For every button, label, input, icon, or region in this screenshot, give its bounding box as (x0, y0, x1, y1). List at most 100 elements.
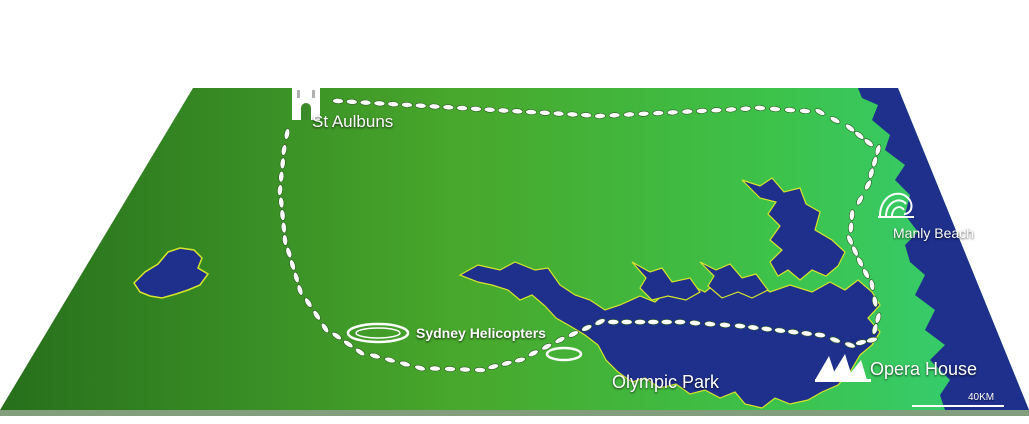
ocean (858, 88, 1029, 410)
route-dot (608, 112, 621, 119)
route-dot (278, 170, 285, 183)
route-dot (346, 98, 358, 105)
route-dot (634, 319, 646, 325)
route-dot (704, 321, 716, 327)
route-dot (760, 326, 773, 332)
route-dot (725, 106, 737, 113)
tower-icon (290, 70, 322, 120)
label-olympic-park: Olympic Park (612, 372, 720, 392)
opera-house-icon (815, 354, 871, 382)
label-sydney-helicopters: Sydney Helicopters (416, 325, 546, 341)
route-dot (774, 327, 786, 334)
route-dot (854, 131, 865, 140)
route-dot (800, 330, 813, 337)
route-dot (623, 111, 635, 118)
route-dot (511, 108, 524, 115)
route-dot (710, 107, 723, 114)
route-dot (863, 138, 874, 147)
scale-label: 40KM (968, 392, 995, 403)
route-dot (527, 349, 539, 357)
route-dot (674, 319, 686, 325)
land-edge (0, 410, 1029, 416)
label-st-aulbuns: St Aulbuns (312, 112, 394, 131)
route-dot (278, 196, 285, 209)
label-manly-beach: Manly Beach (893, 225, 974, 241)
route-dot (501, 360, 513, 367)
route-dot (444, 366, 456, 372)
route-dot (855, 339, 867, 346)
route-dot (871, 295, 879, 308)
route-dot (787, 329, 800, 335)
route-dot (384, 356, 396, 364)
route-dot (312, 310, 321, 321)
route-dot (282, 234, 288, 246)
route-dot (359, 99, 372, 106)
route-dot (487, 363, 499, 370)
route-dot (280, 221, 287, 234)
route-dot (470, 105, 482, 112)
route-dot (304, 297, 313, 308)
route-dot (289, 259, 296, 271)
route-dot (354, 347, 366, 357)
route-dot (539, 109, 551, 116)
route-dot (719, 322, 731, 328)
route-dot (874, 312, 882, 324)
route-dot (369, 352, 381, 360)
route-dot (868, 279, 876, 291)
route-dot (474, 367, 486, 373)
route-dot (868, 167, 875, 179)
route-dot (483, 106, 496, 113)
route-dot (554, 336, 566, 344)
route-dot (320, 322, 330, 334)
route-dot (414, 364, 426, 372)
route-dot (799, 108, 811, 114)
route-dot (414, 102, 427, 109)
route-dot (754, 105, 766, 111)
route-dot (784, 107, 796, 113)
route-dot (331, 331, 342, 341)
route-dot (814, 108, 826, 116)
route-dot (874, 144, 882, 156)
route-dot (541, 343, 553, 351)
route-dot (566, 111, 579, 118)
route-dot (660, 319, 673, 325)
route-dot (647, 319, 660, 325)
route-dot (279, 209, 286, 221)
route-dot (343, 339, 354, 349)
route-dot (296, 284, 304, 296)
route-dot (666, 109, 679, 116)
scale-bar (912, 405, 1004, 407)
route-dot (285, 246, 293, 259)
route-dot (459, 366, 471, 373)
route-dot (844, 341, 856, 349)
route-dot (848, 221, 854, 234)
route-dot (399, 360, 411, 368)
route-dot (814, 332, 826, 338)
route-dot (552, 110, 565, 117)
route-dot (851, 245, 859, 257)
route-dot (871, 156, 878, 168)
route-dot (849, 209, 855, 221)
route-path (277, 98, 882, 373)
route-dot (637, 110, 650, 117)
route-dot (280, 144, 288, 156)
route-dot (845, 123, 855, 133)
route-dot (856, 256, 864, 268)
route-dot (846, 234, 854, 246)
route-dot (456, 105, 468, 112)
route-dot (747, 324, 760, 331)
route-dot (689, 320, 701, 326)
route-dot (428, 103, 441, 110)
route-dot (594, 318, 606, 326)
route-dot (856, 194, 864, 206)
route-dot (864, 179, 872, 191)
route-dot (580, 112, 592, 119)
route-dot (567, 330, 579, 338)
route-dot (497, 107, 510, 114)
route-dot (581, 324, 593, 332)
route-dot (594, 113, 606, 119)
harbour-waterways (458, 177, 881, 409)
label-opera-house: Opera House (870, 359, 978, 379)
route-dot (279, 157, 286, 170)
